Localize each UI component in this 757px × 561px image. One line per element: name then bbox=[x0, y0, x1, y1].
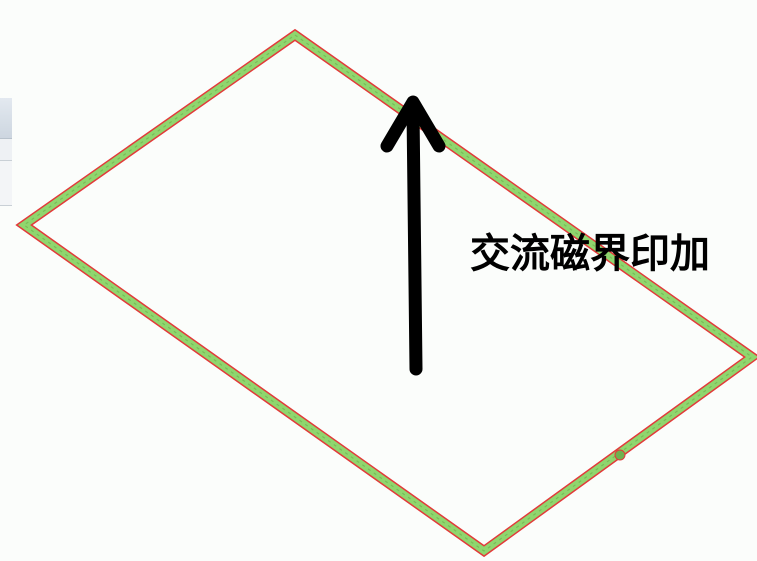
left-panel-header bbox=[0, 98, 12, 139]
left-panel-edge bbox=[0, 98, 12, 206]
coil-frame-body bbox=[17, 30, 757, 556]
arrow-up-icon bbox=[380, 95, 446, 376]
ac-magnetic-field-label: 交流磁界印加 bbox=[470, 231, 710, 277]
coil-frame-outline bbox=[15, 28, 757, 558]
coil-node-marker bbox=[614, 449, 626, 461]
left-panel-row bbox=[0, 160, 12, 206]
coil-frame-centerline bbox=[22, 34, 754, 552]
